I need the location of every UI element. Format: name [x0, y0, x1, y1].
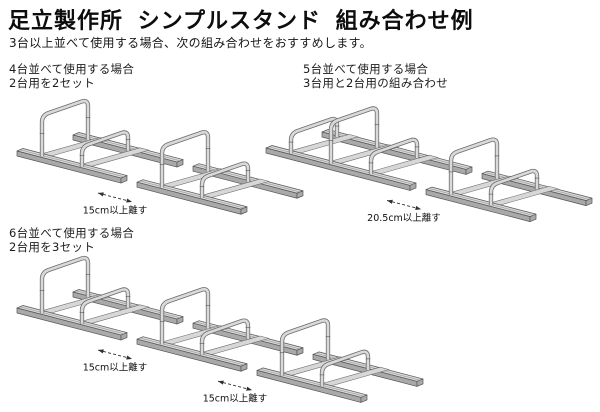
page-subtitle: 3台以上並べて使用する場合、次の組み合わせをおすすめします。	[9, 36, 372, 50]
gap-dimension: 15cm以上離す	[83, 192, 148, 216]
section-heading-6-stands: 6台並べて使用する場合 2台用を3セット	[9, 226, 134, 254]
heading-line: 2台用を2セット	[9, 76, 96, 90]
diagram-5-stands: 20.5cm以上離す	[264, 96, 598, 238]
gap-dimension: 15cm以上離す	[83, 349, 148, 373]
heading-line: 6台並べて使用する場合	[9, 226, 135, 240]
gap-dimension-label: 15cm以上離す	[203, 393, 268, 405]
heading-line: 3台用と2台用の組み合わせ	[303, 76, 449, 90]
stand-unit-3bike	[265, 106, 473, 191]
bike-stand-illustration: 20.5cm以上離す	[265, 106, 593, 224]
heading-line: 4台並べて使用する場合	[9, 62, 135, 76]
gap-dimension-label: 15cm以上離す	[83, 204, 148, 216]
gap-dimension-label: 20.5cm以上離す	[367, 212, 441, 224]
heading-line: 5台並べて使用する場合	[303, 62, 429, 76]
gap-dimension: 20.5cm以上離す	[367, 199, 441, 224]
stand-unit-2bike	[136, 130, 304, 215]
stand-unit-2bike	[16, 255, 184, 341]
stand-unit-2bike	[136, 287, 304, 372]
stand-unit-2bike	[425, 137, 593, 222]
bike-stand-illustration: 15cm以上離す 15cm以上離す	[16, 255, 424, 405]
section-heading-4-stands: 4台並べて使用する場合 2台用を2セット	[9, 62, 134, 90]
stand-unit-2bike	[256, 318, 424, 403]
page-title: 足立製作所 シンプルスタンド 組み合わせ例	[8, 9, 474, 34]
gap-dimension-label: 15cm以上離す	[83, 361, 148, 373]
stand-unit-2bike	[16, 98, 184, 184]
gap-dimension: 15cm以上離す	[203, 380, 268, 405]
diagram-4-stands: 15cm以上離す	[5, 95, 305, 229]
heading-line: 2台用を3セット	[9, 240, 96, 254]
diagram-6-stands: 15cm以上離す 15cm以上離す	[5, 252, 425, 412]
bike-stand-illustration: 15cm以上離す	[16, 98, 304, 216]
section-heading-5-stands: 5台並べて使用する場合 3台用と2台用の組み合わせ	[303, 62, 448, 90]
